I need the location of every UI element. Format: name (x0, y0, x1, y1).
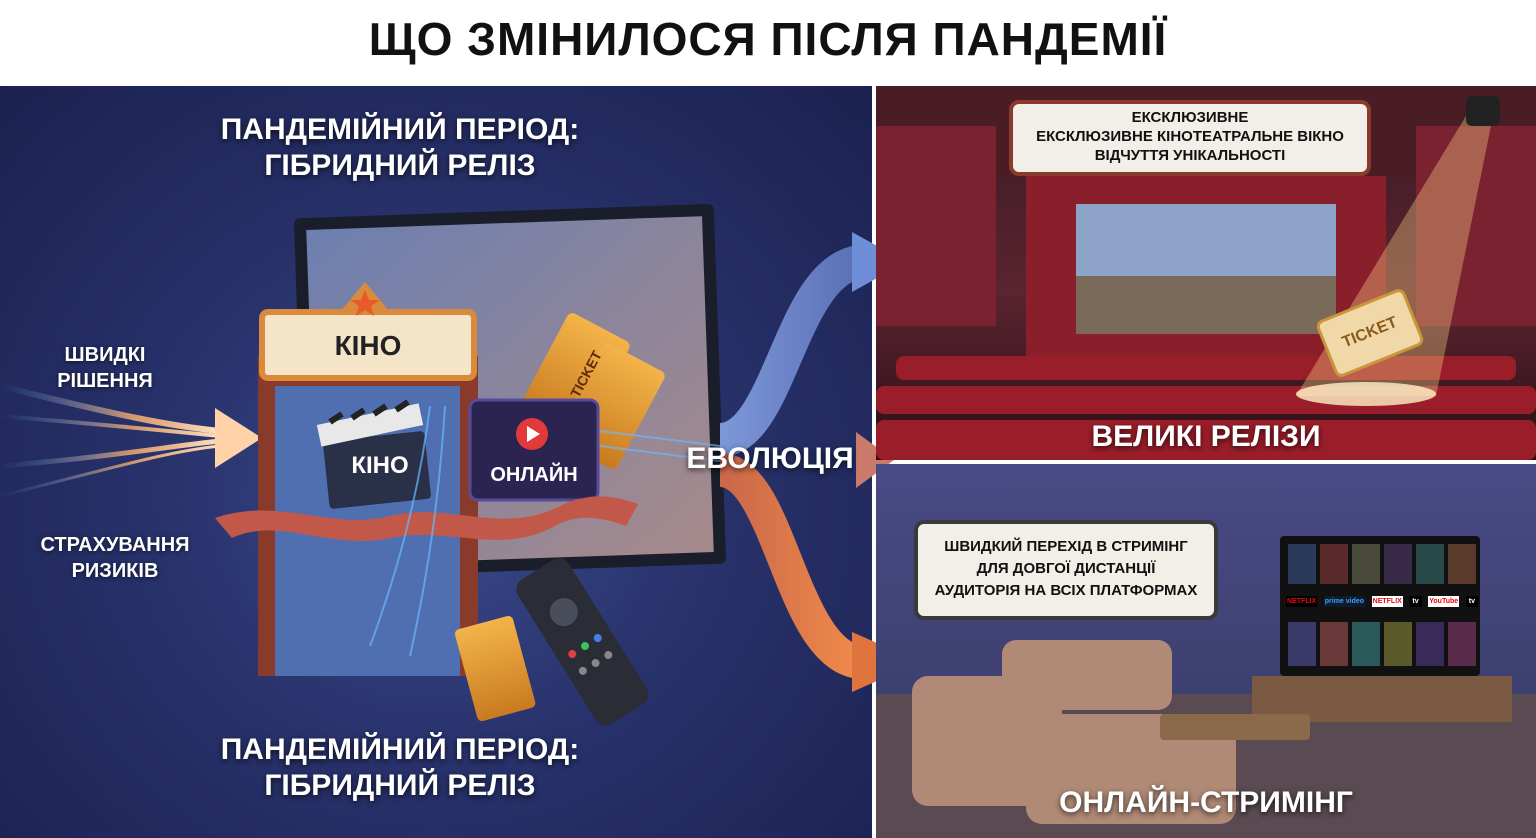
fast-decisions-line1: ШВИДКІ (64, 344, 146, 366)
risk-hedging-line2: РИЗИКІВ (71, 560, 159, 582)
streaming-panel: ШВИДКИЙ ПЕРЕХІД В СТРИМІНГ ДЛЯ ДОВГОЇ ДИ… (876, 464, 1536, 838)
apple-tv-app-icon-2: tv (1465, 596, 1478, 607)
hybrid-illustration (0, 203, 726, 726)
big-releases-panel: ЕКСКЛЮЗИВНЕ ЕКСКЛЮЗИВНЕ КІНОТЕАТРАЛЬНЕ В… (876, 86, 1536, 460)
tv-content-tiles (1288, 544, 1476, 666)
clapper-label: КІНО (351, 452, 409, 479)
streaming-sign-line1: ШВИДКИЙ ПЕРЕХІД В СТРИМІНГ (944, 538, 1188, 555)
netflix-app-icon-2: NETFLIX (1371, 596, 1403, 607)
theater-sign-line3: ВІДЧУТТЯ УНІКАЛЬНОСТІ (1094, 147, 1286, 164)
online-screen (468, 398, 600, 502)
incoming-arrow (0, 383, 262, 498)
theater-sign: ЕКСКЛЮЗИВНЕ ЕКСКЛЮЗИВНЕ КІНОТЕАТРАЛЬНЕ В… (1011, 108, 1369, 165)
streaming-sign-line2: ДЛЯ ДОВГОЇ ДИСТАНЦІЇ (976, 560, 1156, 577)
sofa (912, 640, 1236, 824)
evolution-label: ЕВОЛЮЦІЯ (686, 442, 854, 475)
prime-video-app-icon: prime video (1323, 596, 1366, 607)
risk-hedging-line1: СТРАХУВАННЯ (40, 534, 190, 556)
streaming-sign-board (914, 520, 1218, 620)
theater-sign-line2: ЕКСКЛЮЗИВНЕ КІНОТЕАТРАЛЬНЕ ВІКНО (1036, 128, 1344, 145)
big-releases-caption: ВЕЛИКІ РЕЛІЗИ (1091, 420, 1321, 453)
bottom-heading-line1: ПАНДЕМІЙНИЙ ПЕРІОД: (220, 733, 580, 766)
fast-decisions-label: ШВИДКІ РІШЕННЯ (40, 342, 170, 394)
streaming-sign: ШВИДКИЙ ПЕРЕХІД В СТРИМІНГ ДЛЯ ДОВГОЇ ДИ… (916, 536, 1216, 602)
streaming-caption: ОНЛАЙН-СТРИМІНГ (1059, 786, 1353, 819)
risk-hedging-label: СТРАХУВАННЯ РИЗИКІВ (20, 532, 210, 584)
remote-control-icon (516, 558, 649, 726)
coffee-table (1160, 714, 1310, 740)
living-room-illustration (876, 520, 1536, 838)
golden-ticket-icon (1316, 289, 1424, 377)
apple-tv-app-icon: tv (1409, 596, 1422, 607)
bottom-heading: ПАНДЕМІЙНИЙ ПЕРІОД: ГІБРИДНИЙ РЕЛІЗ (170, 732, 630, 804)
top-heading-line1: ПАНДЕМІЙНИЙ ПЕРІОД: (220, 113, 580, 146)
clapperboard-icon (316, 399, 431, 509)
page-title: ЩО ЗМІНИЛОСЯ ПІСЛЯ ПАНДЕМІЇ (368, 13, 1168, 65)
spotlight-icon (1466, 96, 1500, 126)
theater-sign-board (1009, 100, 1371, 176)
top-heading: ПАНДЕМІЙНИЙ ПЕРІОД: ГІБРИДНИЙ РЕЛІЗ (170, 112, 630, 184)
top-heading-line2: ГІБРИДНИЙ РЕЛІЗ (264, 149, 536, 182)
fast-decisions-line2: РІШЕННЯ (57, 370, 153, 392)
bottom-heading-line2: ГІБРИДНИЙ РЕЛІЗ (264, 769, 536, 802)
streaming-sign-line3: АУДИТОРІЯ НА ВСІХ ПЛАТФОРМАХ (934, 582, 1198, 599)
digital-stream (369, 405, 721, 657)
ribbon (215, 496, 638, 541)
marquee-label: КІНО (334, 330, 402, 361)
tv-app-row: NETFLIX prime video NETFLIX tv YouTube t… (1286, 596, 1478, 607)
online-label: ОНЛАЙН (490, 464, 578, 486)
youtube-app-icon: YouTube (1428, 596, 1460, 607)
theater-sign-line1: ЕКСКЛЮЗИВНЕ (1131, 109, 1249, 126)
netflix-app-icon: NETFLIX (1286, 596, 1318, 607)
theater-illustration (876, 86, 1536, 460)
